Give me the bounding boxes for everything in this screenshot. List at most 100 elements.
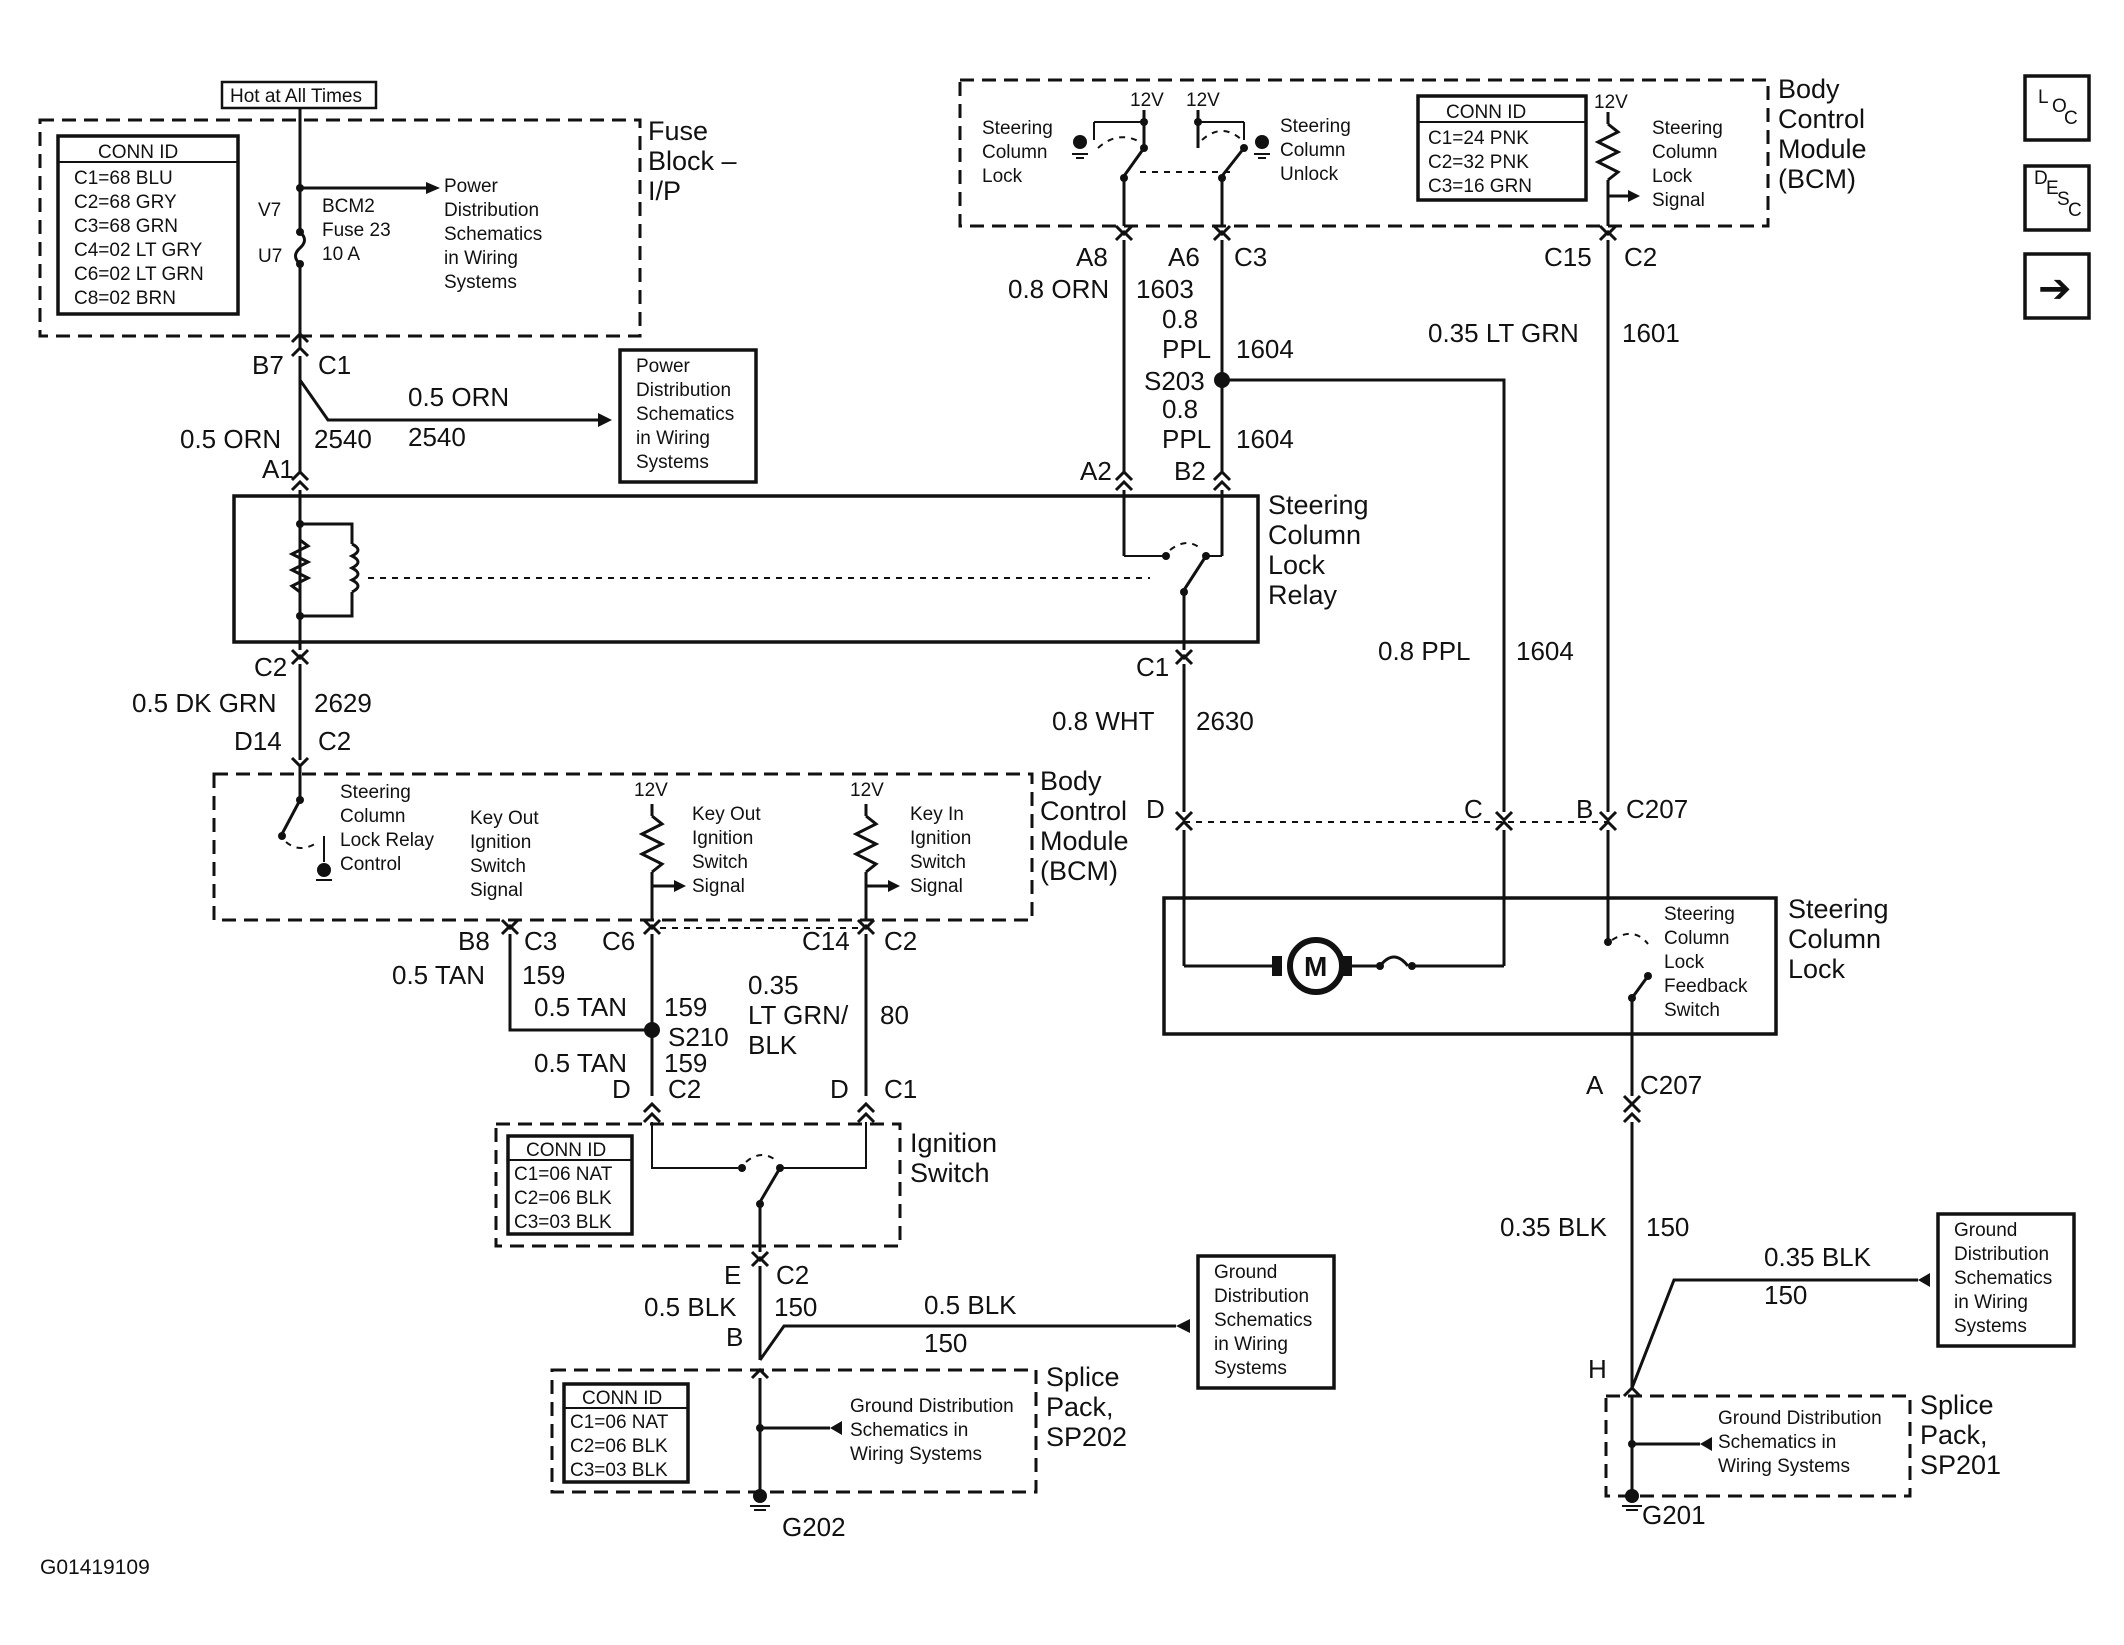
svg-text:C: C <box>2064 108 2078 129</box>
svg-text:C6: C6 <box>602 926 635 956</box>
arrow-left-icon <box>1918 1273 1930 1287</box>
svg-text:Pack,: Pack, <box>1046 1392 1114 1422</box>
svg-text:S203: S203 <box>1144 366 1205 396</box>
ignition-conn-table: CONN ID C1=06 NAT C2=06 BLK C3=03 BLK <box>506 1134 634 1236</box>
power-distribution-ref-box: Power Distribution Schematics in Wiring … <box>618 348 758 484</box>
svg-text:C2=68 GRY: C2=68 GRY <box>74 192 177 213</box>
svg-text:C2=06 BLK: C2=06 BLK <box>514 1188 612 1209</box>
svg-text:150: 150 <box>924 1328 967 1358</box>
svg-text:Signal: Signal <box>692 876 745 897</box>
fuse-block-title: Fuse Block – I/P <box>648 116 737 206</box>
svg-text:Switch: Switch <box>910 1158 990 1188</box>
svg-text:E: E <box>2046 178 2059 199</box>
svg-text:Ignition: Ignition <box>470 832 531 853</box>
svg-text:Power: Power <box>636 356 691 377</box>
svg-text:E: E <box>724 1260 741 1290</box>
svg-text:V7: V7 <box>258 200 281 221</box>
svg-text:M: M <box>1304 951 1327 982</box>
svg-text:Hot at All Times: Hot at All Times <box>230 86 362 107</box>
svg-text:C14: C14 <box>802 926 850 956</box>
svg-text:0.5 TAN: 0.5 TAN <box>534 992 627 1022</box>
svg-text:C2: C2 <box>1624 242 1657 272</box>
svg-text:Schematics in: Schematics in <box>1718 1432 1836 1453</box>
svg-text:C3=68 GRN: C3=68 GRN <box>74 216 178 237</box>
svg-text:C1=06 NAT: C1=06 NAT <box>570 1412 669 1433</box>
svg-text:CONN ID: CONN ID <box>1446 102 1526 123</box>
fuse-block-outline <box>38 118 642 338</box>
svg-text:BLK: BLK <box>748 1030 798 1060</box>
arrow-right-icon <box>598 413 612 427</box>
svg-text:Steering: Steering <box>1268 490 1369 520</box>
svg-text:C2=32 PNK: C2=32 PNK <box>1428 152 1529 173</box>
svg-text:BCM2: BCM2 <box>322 196 375 217</box>
svg-text:SP201: SP201 <box>1920 1450 2001 1480</box>
relay-switch-icon <box>1122 490 1224 650</box>
svg-text:C: C <box>2068 200 2082 221</box>
svg-text:I/P: I/P <box>648 176 681 206</box>
svg-text:Wiring Systems: Wiring Systems <box>850 1444 982 1465</box>
svg-text:Ground Distribution: Ground Distribution <box>1718 1408 1882 1429</box>
svg-text:Ground: Ground <box>1954 1220 2017 1241</box>
svg-text:12V: 12V <box>1594 92 1628 113</box>
svg-text:Distribution: Distribution <box>1954 1244 2049 1265</box>
svg-text:Distribution: Distribution <box>636 380 731 401</box>
svg-text:Ground: Ground <box>1214 1262 1277 1283</box>
svg-text:Column: Column <box>1664 928 1729 949</box>
svg-text:B8: B8 <box>458 926 490 956</box>
svg-text:Steering: Steering <box>1652 118 1723 139</box>
svg-text:Control: Control <box>340 854 401 875</box>
signal-resistor-icon <box>1594 112 1640 226</box>
svg-text:L: L <box>2038 87 2049 108</box>
svg-text:SP202: SP202 <box>1046 1422 1127 1452</box>
desc-button[interactable]: D E S C <box>2023 164 2091 232</box>
svg-text:Column: Column <box>1788 924 1881 954</box>
svg-text:C2: C2 <box>318 726 351 756</box>
svg-text:0.8 ORN: 0.8 ORN <box>1008 274 1109 304</box>
svg-text:G201: G201 <box>1642 1500 1706 1530</box>
svg-text:Switch: Switch <box>470 856 526 877</box>
svg-text:Systems: Systems <box>444 272 517 293</box>
svg-text:C2: C2 <box>254 652 287 682</box>
lock-switch-icon <box>1072 110 1148 182</box>
svg-text:0.5 BLK: 0.5 BLK <box>644 1292 737 1322</box>
splice-s210 <box>644 1022 660 1038</box>
svg-text:in Wiring: in Wiring <box>444 248 518 269</box>
svg-text:C207: C207 <box>1640 1070 1702 1100</box>
svg-text:C3: C3 <box>1234 242 1267 272</box>
svg-text:C2: C2 <box>776 1260 809 1290</box>
next-arrow-button[interactable]: ➔ <box>2023 252 2091 320</box>
svg-text:Module: Module <box>1040 826 1129 856</box>
svg-text:Distribution: Distribution <box>444 200 539 221</box>
svg-text:0.35 LT GRN: 0.35 LT GRN <box>1428 318 1579 348</box>
svg-text:C207: C207 <box>1626 794 1688 824</box>
feedback-switch-icon <box>1604 933 1652 1096</box>
sp202-conn-table: CONN ID C1=06 NAT C2=06 BLK C3=03 BLK <box>562 1382 690 1484</box>
svg-text:Schematics: Schematics <box>1214 1310 1312 1331</box>
ignition-switch-title: Ignition Switch <box>910 1128 997 1188</box>
arrow-left-icon <box>1176 1319 1190 1333</box>
loc-button[interactable]: L O C <box>2023 74 2091 142</box>
svg-text:Signal: Signal <box>470 880 523 901</box>
svg-text:A2: A2 <box>1080 456 1112 486</box>
sp201-title: Splice Pack, SP201 <box>1920 1390 2001 1480</box>
svg-text:150: 150 <box>1646 1212 1689 1242</box>
svg-text:0.5 TAN: 0.5 TAN <box>392 960 485 990</box>
svg-text:(BCM): (BCM) <box>1040 856 1118 886</box>
svg-text:Schematics: Schematics <box>444 224 542 245</box>
svg-text:in Wiring: in Wiring <box>636 428 710 449</box>
svg-text:G202: G202 <box>782 1512 846 1542</box>
svg-text:Steering: Steering <box>340 782 411 803</box>
svg-text:C1=24 PNK: C1=24 PNK <box>1428 128 1529 149</box>
svg-text:B: B <box>726 1322 743 1352</box>
steering-lock-title: Steering Column Lock <box>1788 894 1889 984</box>
svg-text:C1: C1 <box>1136 652 1169 682</box>
svg-text:1601: 1601 <box>1622 318 1680 348</box>
svg-text:Column: Column <box>340 806 405 827</box>
svg-text:0.8 WHT: 0.8 WHT <box>1052 706 1155 736</box>
svg-text:Lock: Lock <box>1652 166 1693 187</box>
sp201-outline <box>1604 1394 1912 1498</box>
svg-text:Column: Column <box>1652 142 1717 163</box>
relay-control-switch-icon <box>278 766 332 881</box>
svg-text:Steering: Steering <box>982 118 1053 139</box>
svg-text:0.35 BLK: 0.35 BLK <box>1764 1242 1872 1272</box>
